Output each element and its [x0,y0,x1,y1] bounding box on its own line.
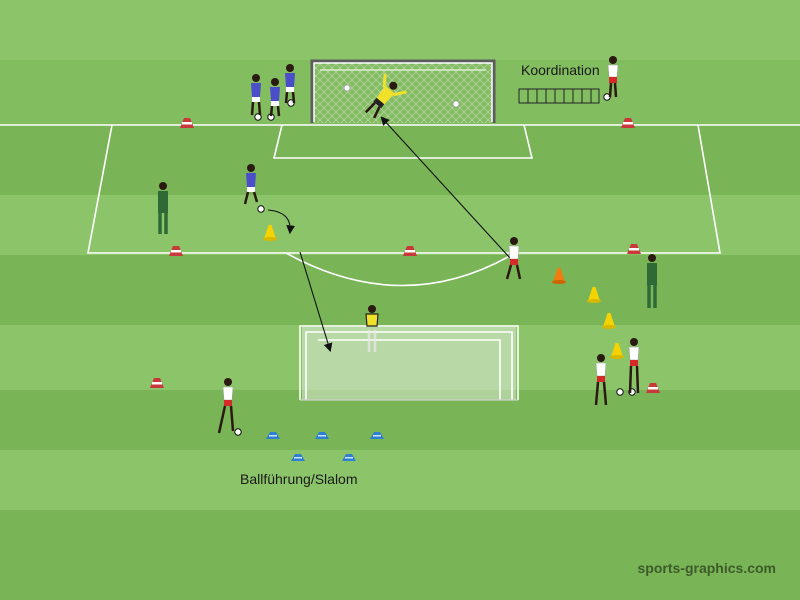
player-blue-dribbling [243,164,259,205]
player-white-receiving [505,237,522,280]
coach-right [647,254,657,308]
cone-yellow [263,225,277,241]
cone-yellow [610,343,624,359]
cone-blue [315,432,329,439]
players [158,56,657,434]
pitch-lines [0,124,800,287]
shot-arrow [380,116,511,259]
player-blue [284,64,296,104]
cone-orange [552,268,566,284]
coordination-ladder [518,88,600,104]
cone-red [180,118,194,128]
cone-blue [266,432,280,439]
small-goal [299,325,519,401]
cone-yellow [602,313,616,329]
cone-red [403,246,417,256]
dribbling-slalom-label: Ballführung/Slalom [240,471,358,487]
cone-red [646,383,660,393]
player-blue [269,78,281,117]
player-white [628,338,640,394]
coordination-label: Koordination [521,62,600,78]
watermark: sports-graphics.com [637,560,776,576]
pass-curve [267,209,296,235]
ball [616,388,624,396]
cone-yellow [587,287,601,303]
coach-left [158,182,168,234]
cone-red [150,378,164,388]
cone-blue [370,432,384,439]
goal-area [272,124,534,159]
movement-arrows [267,116,511,353]
goalkeeper-small-goal [365,305,379,352]
player-white [594,354,608,406]
player-white-slalom [217,378,235,434]
red-cones [150,118,660,393]
ball [343,84,351,92]
cone-blue [291,454,305,461]
penalty-box [87,124,721,254]
player-coordination [607,56,619,98]
cone-blue [342,454,356,461]
cone-red [627,244,641,254]
goalkeeper-diving [364,73,407,119]
ball [234,428,242,436]
player-blue [250,74,262,116]
penalty-arc [285,252,516,287]
tall-cones [263,225,624,359]
cone-red [621,118,635,128]
blue-cones [266,432,384,461]
run-arrow [299,251,333,353]
ball [254,113,262,121]
cone-red [169,246,183,256]
ball [257,205,265,213]
ball [452,100,460,108]
